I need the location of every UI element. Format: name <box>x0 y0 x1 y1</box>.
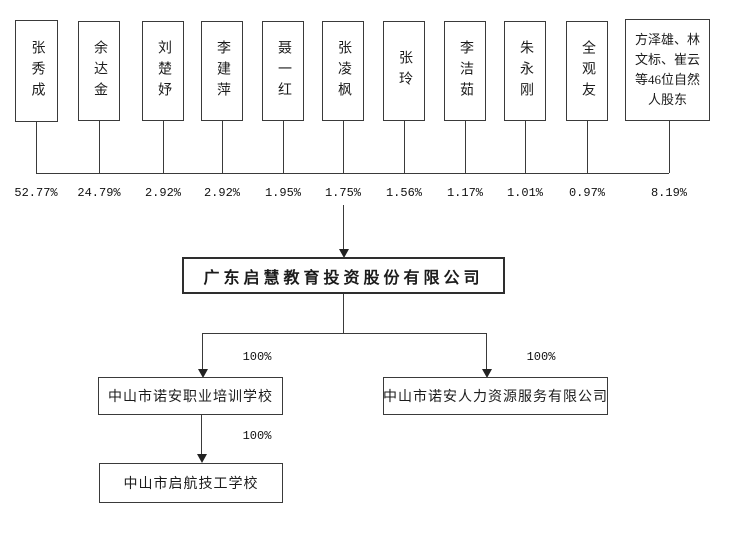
connector-line <box>201 415 202 455</box>
connector-line <box>36 121 37 173</box>
shareholder-box: 余达金 <box>78 21 120 121</box>
ownership-percentage: 100% <box>526 350 556 364</box>
ownership-percentage: 8.19% <box>650 186 687 200</box>
parent-company-box: 广东启慧教育投资股份有限公司 <box>182 257 505 294</box>
connector-line <box>343 121 344 173</box>
connector-line <box>669 121 670 173</box>
shareholder-box: 朱永刚 <box>504 21 546 121</box>
shareholder-name: 余达金 <box>92 39 107 103</box>
shareholder-box: 全观友 <box>566 21 608 121</box>
ownership-percentage: 1.95% <box>264 186 301 200</box>
subsidiary-name: 中山市启航技工学校 <box>123 477 259 492</box>
connector-line <box>525 121 526 173</box>
parent-company-name: 广东启慧教育投资股份有限公司 <box>203 269 484 287</box>
connector-line <box>36 173 669 174</box>
shareholder-box: 张秀成 <box>15 20 58 122</box>
shareholder-name: 全观友 <box>580 39 595 103</box>
ownership-percentage: 0.97% <box>568 186 605 200</box>
ownership-percentage: 1.56% <box>385 186 422 200</box>
connector-line <box>283 121 284 173</box>
shareholder-name: 刘楚妤 <box>156 39 171 103</box>
shareholder-box: 聂一红 <box>262 21 304 121</box>
shareholder-name: 张秀成 <box>29 39 45 103</box>
shareholder-name: 李建萍 <box>215 39 230 103</box>
shareholder-box: 张凌枫 <box>322 21 364 121</box>
shareholder-box: 刘楚妤 <box>142 21 184 121</box>
shareholder-name: 朱永刚 <box>518 39 533 103</box>
connector-line <box>343 294 344 333</box>
ownership-percentage: 1.01% <box>506 186 543 200</box>
ownership-percentage: 2.92% <box>144 186 181 200</box>
connector-line <box>99 121 100 173</box>
shareholder-box: 方泽雄、林文标、崔云等46位自然人股东 <box>625 19 710 121</box>
shareholder-name: 聂一红 <box>276 39 291 103</box>
connector-line <box>343 205 344 250</box>
ownership-percentage: 24.79% <box>77 186 121 200</box>
subsidiary-box-technical-school: 中山市启航技工学校 <box>99 463 283 503</box>
ownership-percentage: 100% <box>242 429 272 443</box>
ownership-percentage: 2.92% <box>203 186 240 200</box>
ownership-percentage: 52.77% <box>14 186 58 200</box>
subsidiary-name: 中山市诺安职业培训学校 <box>108 390 273 405</box>
arrow-down-icon <box>198 369 208 378</box>
subsidiary-box-hr-company: 中山市诺安人力资源服务有限公司 <box>383 377 608 415</box>
shareholder-name: 张凌枫 <box>336 39 351 103</box>
shareholder-name: 张玲 <box>397 50 412 92</box>
connector-line <box>163 121 164 173</box>
connector-line <box>465 121 466 173</box>
shareholder-name: 李洁茹 <box>458 39 473 103</box>
connector-line <box>202 333 487 334</box>
arrow-down-icon <box>197 454 207 463</box>
shareholder-box: 张玲 <box>383 21 425 121</box>
connector-line <box>587 121 588 173</box>
connector-line <box>486 333 487 370</box>
ownership-percentage: 1.75% <box>324 186 361 200</box>
connector-line <box>404 121 405 173</box>
arrow-down-icon <box>482 369 492 378</box>
ownership-percentage: 1.17% <box>446 186 483 200</box>
shareholder-box: 李建萍 <box>201 21 243 121</box>
subsidiary-name: 中山市诺安人力资源服务有限公司 <box>383 390 608 405</box>
subsidiary-box-training-school: 中山市诺安职业培训学校 <box>98 377 283 415</box>
arrow-down-icon <box>339 249 349 258</box>
shareholder-name: 方泽雄、林文标、崔云等46位自然人股东 <box>634 31 700 108</box>
ownership-percentage: 100% <box>242 350 272 364</box>
shareholder-box: 李洁茹 <box>444 21 486 121</box>
connector-line <box>202 333 203 370</box>
connector-line <box>222 121 223 173</box>
